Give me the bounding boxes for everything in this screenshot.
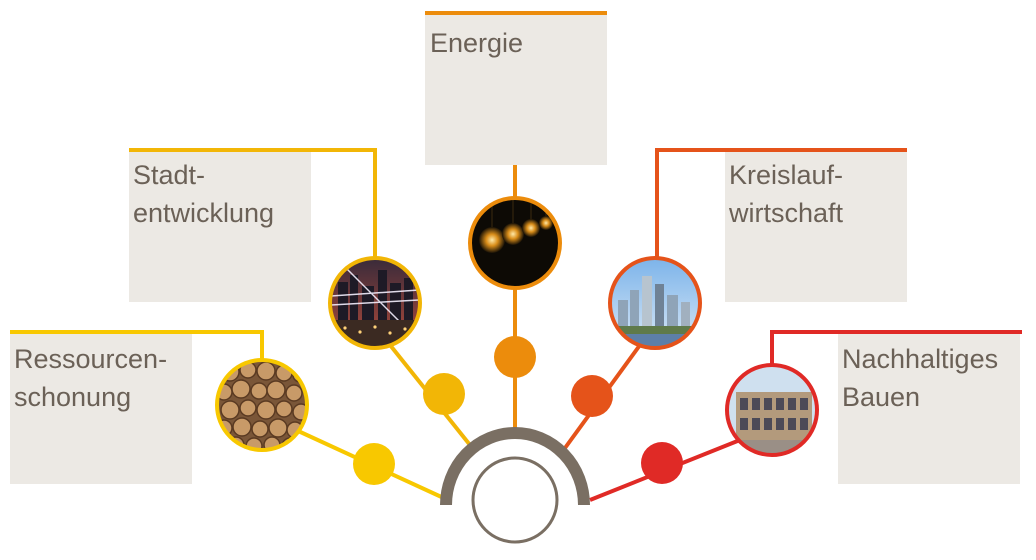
label-bauen-line-1: Nachhaltiges — [842, 344, 998, 374]
label-energie: Energie — [430, 28, 523, 58]
dot-stadt — [423, 373, 465, 415]
dot-kreislauf — [571, 375, 613, 417]
dot-ressourcen — [353, 443, 395, 485]
label-stadt-line-2: entwicklung — [133, 198, 274, 228]
label-stadt-line-1: Stadt- — [133, 160, 205, 190]
label-bauen-line-2: Bauen — [842, 382, 920, 412]
label-kreislauf-line-2: wirtschaft — [728, 198, 844, 228]
hub-circle — [473, 458, 557, 542]
label-kreislauf-line-1: Kreislauf- — [729, 160, 843, 190]
label-ressourcen-line-1: Ressourcen- — [14, 344, 167, 374]
dot-energie — [494, 336, 536, 378]
dot-bauen — [641, 442, 683, 484]
label-ressourcen-line-2: schonung — [14, 382, 131, 412]
